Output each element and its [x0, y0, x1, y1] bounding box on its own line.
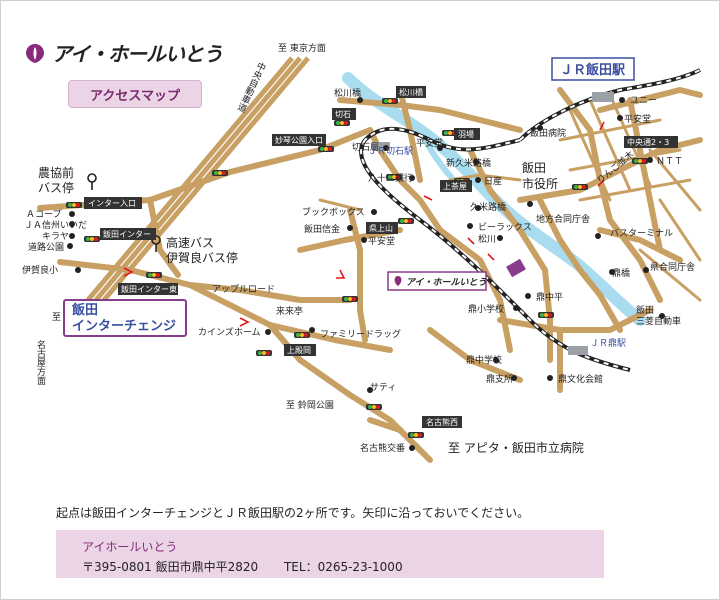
label-nissan: 日産 — [484, 175, 502, 187]
label-iida-shinkin: 飯田信金 — [304, 223, 340, 235]
jr-kiriishi-station-marker[interactable] — [372, 142, 390, 151]
label-jr-iida[interactable]: ＪＲ飯田駅 — [560, 62, 626, 78]
label-jr-kiriishi[interactable]: ＪＲ切石駅 — [368, 146, 413, 157]
target-logo-icon — [394, 276, 402, 286]
jr-iida-box — [551, 57, 635, 81]
label-iida-inter-higashi: 飯田インター東 — [121, 284, 177, 294]
label-matsukawa-2: 松川 — [478, 233, 496, 245]
label-interchange-2[interactable]: インターチェンジ — [72, 319, 176, 334]
label-unii: ユニー — [630, 96, 657, 106]
label-iida-hospital: 飯田病院 — [530, 127, 566, 139]
section-title-badge: アクセスマップ — [68, 80, 202, 108]
label-natsumeguma-kouban: 名古熊交番 — [360, 442, 405, 454]
label-ntt: ＮＴＴ — [656, 157, 683, 167]
label-jr-kanae[interactable]: ＪＲ鼎駅 — [590, 338, 626, 349]
phone-number[interactable]: TEL：0265-23-1000 — [283, 560, 403, 574]
label-shinkumi: 新久米路橋 — [446, 157, 491, 169]
heart-leaf-logo-icon — [26, 43, 44, 63]
label-iida-city-2: 市役所 — [522, 176, 558, 191]
label-matsukawa: 松川橋 — [334, 87, 361, 99]
label-myoukin: 妙琴公園入口 — [275, 135, 323, 145]
label-kenjou: 県上山 — [369, 223, 393, 233]
contact-info-box: アイホールいとう 〒395-0801 飯田市鼎中平2820 TEL：0265-2… — [56, 530, 604, 578]
label-natsumeguma: 名古熊西 — [426, 417, 458, 427]
label-kousoku-1: 高速バス — [166, 235, 214, 250]
label-chuo2-3: 中央通2・3 — [627, 137, 669, 147]
brand-logo: アイ・ホールいとう — [24, 38, 223, 67]
label-kiriishi: 切石 — [335, 110, 351, 119]
intersection-labels: インター入口 飯田インター 飯田インター東 妙琴公園入口 切石 松川橋 羽場 上… — [84, 86, 678, 428]
address-line: 〒395-0801 飯田市鼎中平2820 TEL：0265-23-1000 — [82, 558, 425, 575]
label-dir-tokyo: 至 東京方面 — [278, 42, 326, 54]
label-iida-inter: 飯田インター — [103, 229, 151, 239]
label-noukyou-2: バス停 — [38, 180, 74, 195]
label-kiraya: キラヤ — [42, 231, 69, 242]
postal-address: 〒395-0801 飯田市鼎中平2820 — [82, 560, 259, 574]
label-douro: 道路公園 — [28, 241, 64, 253]
label-kamitono: 上殿岡 — [287, 346, 311, 355]
label-kanae-shou: 鼎小学校 — [468, 303, 504, 315]
label-books: ブックボックス — [302, 206, 365, 218]
label-kanae-chuu: 鼎中学校 — [466, 354, 502, 366]
label-interchange-1[interactable]: 飯田 — [71, 302, 98, 318]
label-matsukawabashi: 松川橋 — [399, 87, 423, 97]
map-caption: 起点は飯田インターチェンジとＪＲ飯田駅の2ヶ所です。矢印に沿っておいでください。 — [56, 506, 530, 520]
label-kumirokyou: 久米路橋 — [470, 201, 506, 213]
red-arrow-icon — [123, 121, 605, 327]
black-dot-icon — [67, 97, 665, 451]
label-iida-city: 飯田 — [522, 160, 546, 175]
target-marker[interactable] — [506, 258, 526, 278]
label-dir-nagoya: 名古屋方面 — [35, 339, 46, 386]
label-hachijuuni: 八十二銀行 — [368, 172, 413, 184]
label-bus-terminal: バスターミナル — [610, 228, 673, 239]
label-kiriishi-chuu: 切石局 — [352, 142, 379, 153]
label-family-drug: ファミリードラッグ — [320, 328, 401, 340]
label-dir-nagoya-to: 至 — [52, 312, 61, 323]
org-name: アイホールいとう — [82, 540, 178, 554]
target-label-box — [387, 271, 487, 291]
label-iida-sanrin-2: 三菱自動車 — [636, 315, 681, 327]
jr-kanae-station-marker[interactable] — [568, 346, 588, 355]
label-cainz: カインズホーム — [198, 326, 261, 338]
label-beerax: ビーラックス — [478, 222, 532, 233]
label-kanae-shi: 鼎支所 — [486, 373, 513, 385]
label-dir-apita: 至 アピタ・飯田市立病院 — [448, 440, 584, 455]
label-kousoku-2: 伊賀良バス停 — [166, 250, 238, 265]
label-ja: ＪＡ信州いいだ — [24, 219, 87, 231]
label-kanaechuuhei: 鼎中平 — [536, 291, 563, 303]
traffic-signal-icon — [66, 98, 648, 438]
label-kuraibou: 来来亭 — [276, 305, 303, 317]
label-habashi: 羽場 — [458, 129, 474, 139]
label-a-coop: Ａコープ — [26, 209, 61, 220]
interchange-box — [63, 299, 187, 337]
label-heian-3: 平安堂 — [624, 113, 651, 125]
roads-grid — [318, 93, 702, 302]
jr-iida-station-marker[interactable] — [592, 92, 614, 102]
label-inter-iriguchi: インター入口 — [88, 199, 136, 208]
label-heian-2: 平安堂 — [368, 235, 395, 247]
label-dir-suzuoka: 至 鈴岡公園 — [286, 399, 334, 411]
label-noukyou-1: 農協前 — [38, 165, 74, 180]
label-kamichaya: 上茶屋 — [443, 181, 467, 191]
label-kengoudou: 県合同庁舎 — [650, 261, 695, 273]
label-chihou: 地方合同庁舎 — [536, 213, 590, 225]
label-sati: サティ — [370, 382, 396, 393]
label-kanaebashi: 鼎橋 — [612, 267, 630, 279]
brand-name: アイ・ホールいとう — [52, 42, 223, 66]
target-label[interactable]: アイ・ホールいとう — [406, 277, 487, 288]
label-iida-sanrin-1: 飯田 — [636, 304, 654, 316]
label-heian-1: 平安堂 — [416, 137, 443, 149]
label-igara: 伊賀良小 — [22, 264, 58, 276]
label-apple-road: アップルロード — [212, 284, 275, 295]
label-kanae-bunka: 鼎文化会館 — [558, 373, 603, 385]
